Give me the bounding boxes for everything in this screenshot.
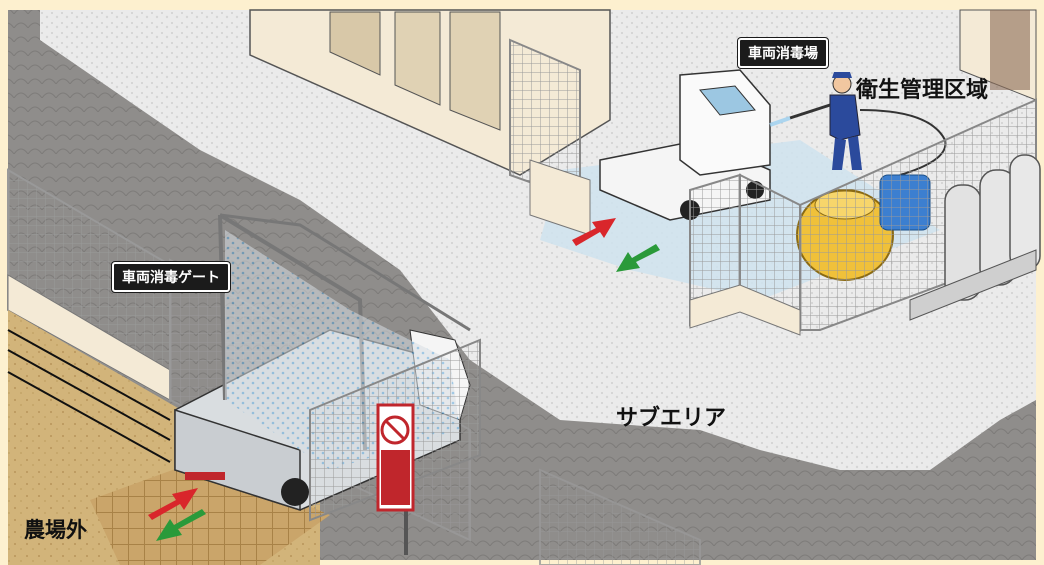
disinfection-station-label: 車両消毒場 — [738, 38, 828, 68]
gravel-sub-area — [40, 10, 1036, 470]
hygiene-zone-label: 衛生管理区域 — [856, 78, 989, 103]
disinfection-mat — [90, 460, 330, 565]
no-entry-sign-icon — [376, 403, 415, 555]
station-fence — [689, 98, 1037, 336]
foreground-fence — [539, 468, 701, 565]
worker-icon — [769, 72, 947, 176]
arrow-in-icon — [148, 488, 198, 520]
arrow-out-icon — [156, 509, 206, 541]
arrow-out-icon — [616, 244, 660, 272]
disinfection-gate-label: 車両消毒ゲート — [112, 262, 230, 292]
outside-farm-label: 農場外 — [24, 518, 87, 542]
entrance-gate-fence — [509, 38, 591, 236]
gas-cylinder-icon — [909, 154, 1041, 321]
sub-area-label: サブエリア — [616, 406, 727, 431]
arrow-in-icon — [572, 218, 616, 246]
